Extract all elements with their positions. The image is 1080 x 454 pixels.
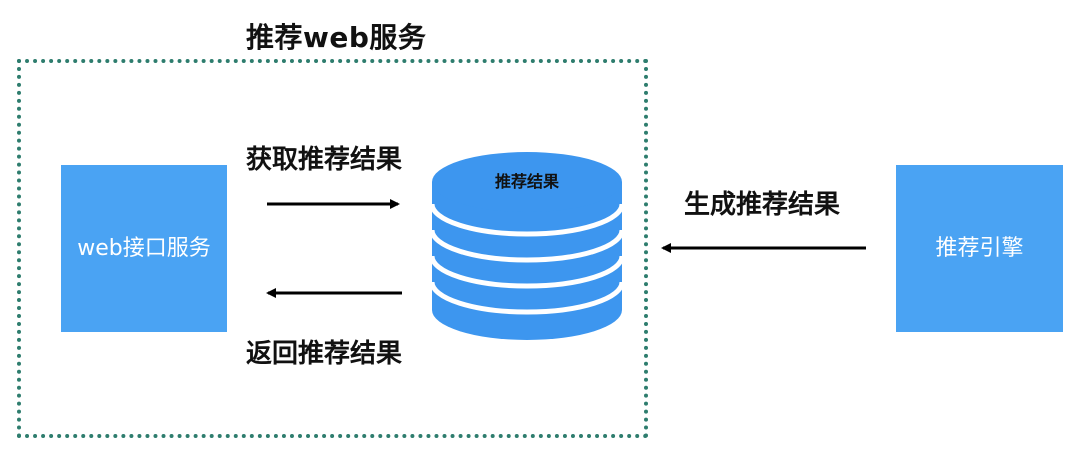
fetch-result-label: 获取推荐结果	[246, 145, 403, 175]
recommend-engine-label: 推荐引擎	[935, 235, 1024, 261]
service-container-title: 推荐web服务	[246, 21, 427, 54]
database-label: 推荐结果	[494, 172, 559, 191]
recommend-web-service-container	[17, 59, 648, 438]
web-api-service-node: web接口服务	[61, 165, 227, 332]
generate-result-label: 生成推荐结果	[684, 190, 841, 220]
recommend-engine-node: 推荐引擎	[896, 165, 1063, 332]
database-cylinder-icon	[429, 152, 625, 340]
web-api-service-label: web接口服务	[77, 235, 211, 261]
return-result-label: 返回推荐结果	[246, 339, 403, 369]
